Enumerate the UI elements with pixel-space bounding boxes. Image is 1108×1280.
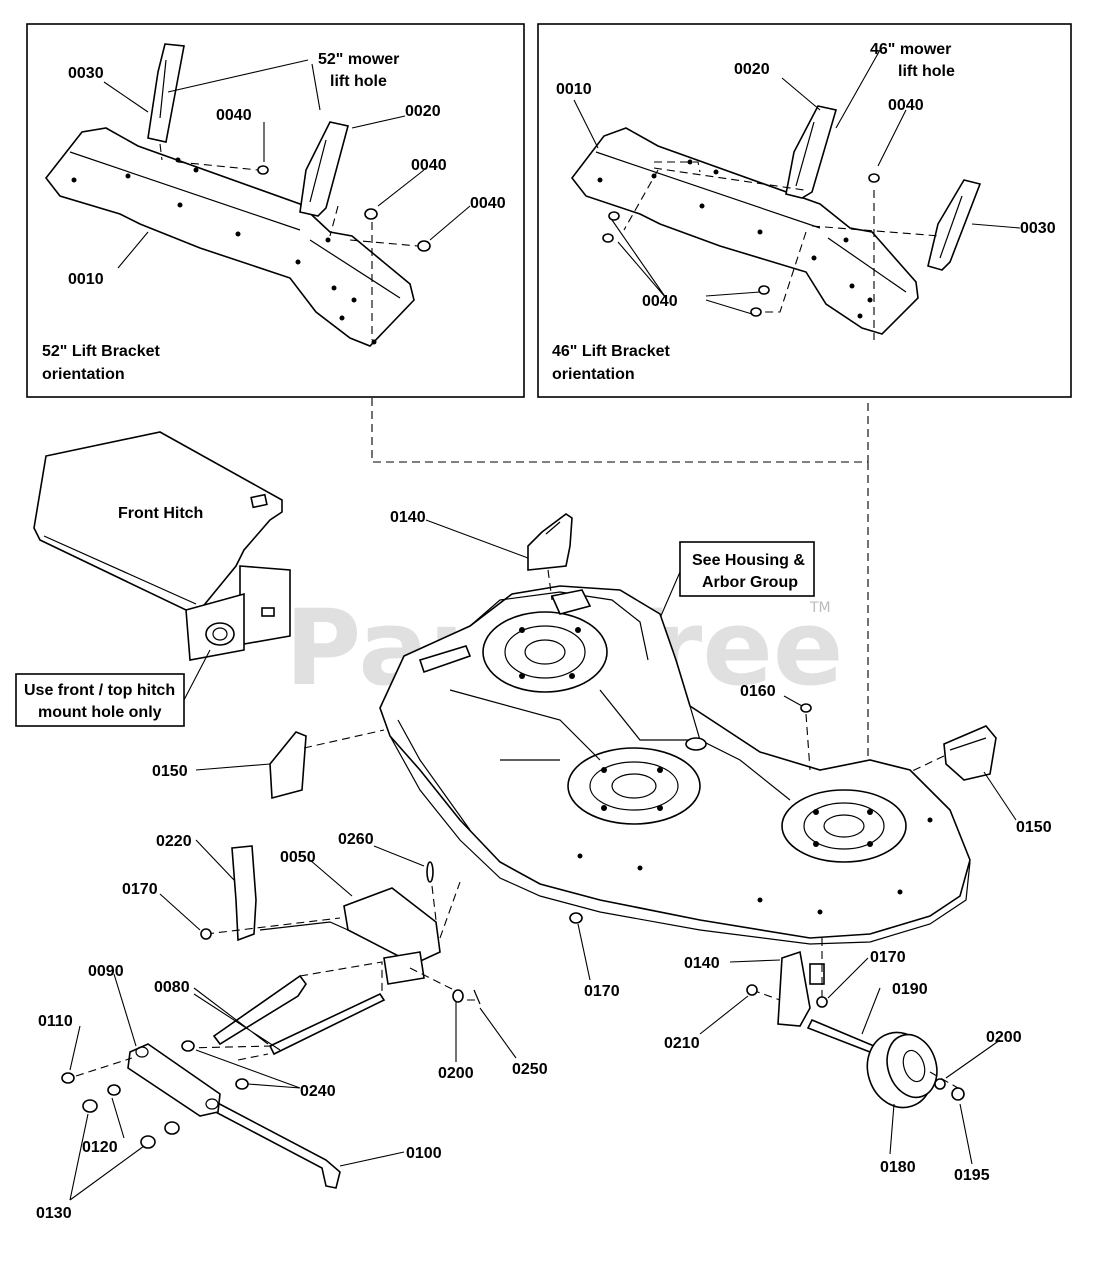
watermark-trademark: TM <box>809 600 831 616</box>
label-0020-52: 0020 <box>405 103 441 120</box>
label-0140-top: 0140 <box>390 509 426 526</box>
front-hitch <box>33 431 291 661</box>
nut-0170-center <box>569 912 583 924</box>
label-0120: 0120 <box>82 1139 118 1156</box>
washer-0120-b <box>164 1121 180 1135</box>
bracket-52-0030 <box>147 43 185 143</box>
nut-0130-a <box>82 1099 98 1113</box>
label-0040-46-b: 0040 <box>642 293 678 310</box>
label-0150-left: 0150 <box>152 763 188 780</box>
nut-0240-b <box>235 1078 249 1090</box>
nut-0240-a <box>181 1040 195 1052</box>
label-0040-52-a: 0040 <box>216 107 252 124</box>
label-0090: 0090 <box>88 963 124 980</box>
label-0250: 0250 <box>512 1061 548 1078</box>
rod-0080 <box>212 974 386 1056</box>
label-0150-right: 0150 <box>1016 819 1052 836</box>
label-0140-wheel: 0140 <box>684 955 720 972</box>
label-0200-right: 0200 <box>986 1029 1022 1046</box>
label-0100: 0100 <box>406 1145 442 1162</box>
label-0170-left: 0170 <box>122 881 158 898</box>
front-hitch-label: Front Hitch <box>118 505 203 522</box>
caption-52-line2: orientation <box>42 366 125 383</box>
housing-note-line2: Arbor Group <box>702 574 798 591</box>
label-0040-52-c: 0040 <box>470 195 506 212</box>
nut-0170-left <box>200 928 212 940</box>
nut-0160 <box>800 703 812 713</box>
label-0030-46: 0030 <box>1020 220 1056 237</box>
label-0010-52: 0010 <box>68 271 104 288</box>
arm-0090 <box>127 1043 221 1117</box>
callout-46-line2: lift hole <box>898 63 955 80</box>
plate-0050 <box>259 887 441 985</box>
label-0010-46: 0010 <box>556 81 592 98</box>
bracket-0220 <box>231 845 257 942</box>
label-0170-right: 0170 <box>870 949 906 966</box>
label-0180: 0180 <box>880 1159 916 1176</box>
bracket-0140-wheel <box>777 950 825 1027</box>
bolt-0110 <box>61 1072 75 1084</box>
housing-note-box <box>679 541 815 597</box>
nut-0210 <box>746 984 758 996</box>
label-0190: 0190 <box>892 981 928 998</box>
caption-46-line2: orientation <box>552 366 635 383</box>
label-0200-left: 0200 <box>438 1065 474 1082</box>
housing-note-line1: See Housing & <box>692 552 805 569</box>
callout-46-line1: 46" mower <box>870 41 951 58</box>
hitch-note-line1: Use front / top hitch <box>24 682 175 699</box>
label-0040-46-a: 0040 <box>888 97 924 114</box>
mower-deck <box>379 585 971 945</box>
caption-46-line1: 46" Lift Bracket <box>552 343 671 360</box>
nut-0170-right <box>816 996 828 1008</box>
washer-0200-right <box>934 1078 946 1090</box>
hitch-note-box <box>15 673 185 727</box>
label-0110: 0110 <box>38 1013 73 1030</box>
label-0210: 0210 <box>664 1035 700 1052</box>
nuts-46-0040 <box>602 173 880 317</box>
label-0040-52-b: 0040 <box>411 157 447 174</box>
callout-52-line2: lift hole <box>330 73 387 90</box>
bracket-52-0020 <box>299 121 349 217</box>
lift-bracket-52-0010 <box>44 127 415 347</box>
label-0160: 0160 <box>740 683 776 700</box>
label-0080: 0080 <box>154 979 190 996</box>
axle-bolt-0190 <box>806 1018 876 1053</box>
hanger-bracket-right-0150 <box>943 725 997 781</box>
label-0020-46: 0020 <box>734 61 770 78</box>
label-0130: 0130 <box>36 1205 72 1222</box>
bracket-top-0140 <box>527 513 573 571</box>
bracket-46-0020 <box>785 105 838 199</box>
label-0050: 0050 <box>280 849 316 866</box>
washer-0200-left <box>452 989 464 1003</box>
callout-52-line1: 52" mower <box>318 51 399 68</box>
rod-0100 <box>206 1098 341 1189</box>
caption-52-line1: 52" Lift Bracket <box>42 343 161 360</box>
nut-0130-b <box>140 1135 156 1149</box>
lift-bracket-46-0010 <box>570 127 919 335</box>
label-0170-center: 0170 <box>584 983 620 1000</box>
hanger-bracket-left-0150 <box>269 731 307 800</box>
label-0260: 0260 <box>338 831 374 848</box>
wheel-0180 <box>866 1031 938 1109</box>
bracket-46-0030 <box>927 179 982 271</box>
hitch-note-line2: mount hole only <box>38 704 162 721</box>
label-0240: 0240 <box>300 1083 336 1100</box>
bolt-0260 <box>426 861 434 883</box>
label-0195: 0195 <box>954 1167 990 1184</box>
label-0220: 0220 <box>156 833 192 850</box>
washer-0120 <box>107 1084 121 1096</box>
label-0030-52: 0030 <box>68 65 104 82</box>
pin-0250 <box>473 989 481 1005</box>
nut-0195 <box>951 1087 965 1101</box>
